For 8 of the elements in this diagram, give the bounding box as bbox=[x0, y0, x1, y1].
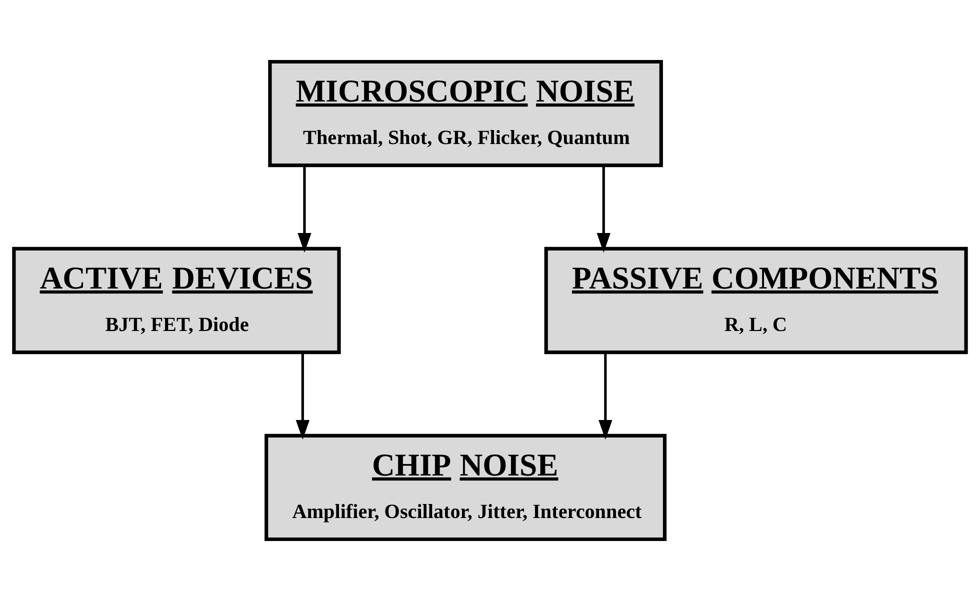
arrow bbox=[598, 352, 612, 440]
node-box: ACTIVE DEVICES BJT, FET, Diode bbox=[12, 246, 341, 354]
node-box: MICROSCOPIC NOISE Thermal, Shot, GR, Flicker, Quantum bbox=[268, 60, 663, 168]
arrow bbox=[596, 166, 610, 253]
node-box: CHIP NOISE Amplifier, Oscillator, Jitter, Interconnect bbox=[264, 434, 667, 542]
arrow bbox=[296, 352, 310, 440]
arrow bbox=[298, 166, 312, 253]
node-box: PASSIVE COMPONENTS R, L, C bbox=[544, 246, 968, 354]
